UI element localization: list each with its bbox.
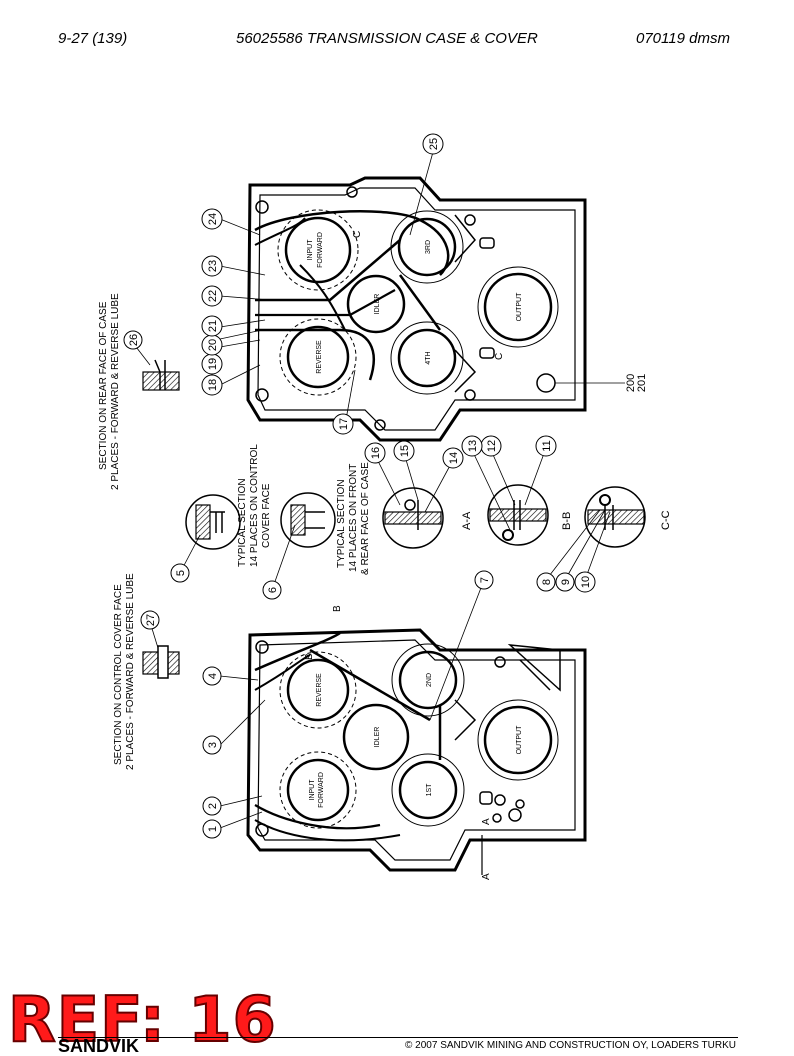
- header-title: 56025586 TRANSMISSION CASE & COVER: [236, 30, 538, 47]
- callout-24: 24: [207, 213, 219, 225]
- note-typical-control-line2: 14 PLACES ON CONTROL: [249, 444, 260, 567]
- gear-2nd-circle: [398, 650, 458, 710]
- cut-letter-c1: C: [352, 231, 363, 238]
- callout-8: 8: [541, 579, 553, 585]
- gear-idler-circle: [346, 274, 406, 334]
- callout-17: 17: [338, 418, 350, 430]
- gear-label-output-lower: OUTPUT: [516, 725, 523, 755]
- leader-lines: [132, 151, 625, 829]
- callout-18: 18: [207, 379, 219, 391]
- case-outline: [246, 176, 587, 442]
- note-typical-front-line2: 14 PLACES ON FRONT: [348, 464, 359, 572]
- callout-22: 22: [207, 290, 219, 302]
- section-label-bb: B-B: [561, 512, 573, 530]
- callout-13: 13: [467, 440, 479, 452]
- cover-inner-outline: [257, 639, 576, 861]
- callout-7: 7: [479, 577, 491, 583]
- callout-201: 201: [636, 374, 648, 392]
- callout-15: 15: [399, 445, 411, 457]
- gear-label-3rd: 3RD: [425, 240, 432, 254]
- callout-2: 2: [207, 803, 219, 809]
- callout-4: 4: [207, 673, 219, 679]
- callout-19: 19: [207, 358, 219, 370]
- port-200-201-circle: [536, 373, 556, 393]
- section-label-cc: C-C: [660, 510, 672, 530]
- gear-label-idler-lower: IDLER: [374, 727, 381, 748]
- callout-9: 9: [560, 579, 572, 585]
- gear-input-forward-circle: [284, 216, 352, 284]
- note-rear-face-line2: 2 PLACES - FORWARD & REVERSE LUBE: [110, 293, 121, 490]
- gear-label-1st: 1ST: [426, 783, 433, 797]
- callout-26: 26: [128, 334, 140, 346]
- callout-27: 27: [145, 614, 157, 626]
- callout-16: 16: [370, 447, 382, 459]
- note-control-cover-line2: 2 PLACES - FORWARD & REVERSE LUBE: [125, 573, 136, 770]
- callout-1: 1: [207, 826, 219, 832]
- callout-11: 11: [541, 440, 553, 451]
- callout-3: 3: [207, 742, 219, 748]
- cover-outline: [246, 628, 587, 872]
- case-rear-face-view: [246, 176, 587, 442]
- gear-label-input: INPUT: [307, 239, 314, 261]
- gear-labels-lower: REVERSE 2ND IDLER OUTPUT INPUT FORWARD 1…: [304, 605, 523, 880]
- callout-200: 200: [625, 374, 637, 392]
- control-cover-view: [246, 628, 587, 872]
- gear-4th-circle: [397, 328, 457, 388]
- note-rear-face-line1: SECTION ON REAR FACE OF CASE: [98, 301, 109, 470]
- gear-output-circle-lower: [483, 705, 553, 775]
- callout-12: 12: [486, 440, 498, 452]
- gear-label-forward-lower: FORWARD: [318, 772, 325, 808]
- gear-output-circle: [483, 272, 553, 342]
- gear-label-idler: IDLER: [374, 294, 381, 315]
- callout-10: 10: [580, 576, 592, 588]
- note-typical-control-line3: COVER FACE: [261, 483, 272, 548]
- footer-copyright: © 2007 SANDVIK MINING AND CONSTRUCTION O…: [405, 1040, 736, 1051]
- section-notes: SECTION ON REAR FACE OF CASE 2 PLACES - …: [98, 293, 672, 770]
- note-typical-front-line1: TYPICAL SECTION: [336, 479, 347, 568]
- gear-3rd-circle: [397, 217, 457, 277]
- note-typical-control-line1: TYPICAL SECTION: [237, 478, 248, 567]
- gear-label-input-lower: INPUT: [309, 779, 316, 801]
- section-details: [142, 359, 646, 679]
- callout-23: 23: [207, 260, 219, 272]
- note-typical-front-line3: & REAR FACE OF CASE: [360, 462, 371, 575]
- footer-rule: [58, 1037, 738, 1038]
- callouts: 1 2 3 4 5 6 7 8 9 10 11 12 13 14 15 16 1…: [123, 133, 648, 839]
- cut-letter-b2: B: [304, 653, 315, 660]
- case-inner-outline: [257, 187, 576, 431]
- cut-letter-c2: C: [494, 353, 505, 360]
- header-page-number: 9-27 (139): [58, 30, 128, 47]
- gear-idler-circle-lower: [342, 703, 410, 771]
- gear-reverse-circle-lower: [286, 658, 350, 722]
- gear-label-output: OUTPUT: [516, 292, 523, 322]
- gear-reverse-circle: [286, 325, 350, 389]
- callout-5: 5: [175, 570, 187, 576]
- cut-letter-a1: A: [481, 873, 492, 880]
- gear-input-forward-circle-lower: [286, 758, 350, 822]
- gear-label-2nd: 2ND: [426, 673, 433, 687]
- gear-label-4th: 4TH: [425, 351, 432, 364]
- callout-25: 25: [428, 138, 440, 150]
- gear-label-forward: FORWARD: [317, 232, 324, 268]
- gear-1st-circle: [398, 760, 458, 820]
- callout-6: 6: [267, 587, 279, 593]
- gear-label-reverse-lower: REVERSE: [316, 673, 323, 707]
- callout-20: 20: [207, 339, 219, 351]
- cut-letter-b1: B: [332, 605, 343, 612]
- cut-letter-a2: A: [481, 818, 492, 825]
- section-label-aa: A-A: [461, 511, 473, 530]
- header-doc-code: 070119 dmsm: [636, 30, 730, 47]
- note-control-cover-line1: SECTION ON CONTROL COVER FACE: [113, 584, 124, 765]
- callout-21: 21: [207, 320, 219, 332]
- ref-stamp: REF: 16: [7, 983, 277, 1056]
- brand-logo: SANDVIK: [58, 1038, 140, 1053]
- callout-14: 14: [448, 452, 460, 464]
- gear-label-reverse: REVERSE: [316, 340, 323, 374]
- gear-labels-upper: INPUT FORWARD 3RD IDLER OUTPUT REVERSE 4…: [307, 231, 523, 374]
